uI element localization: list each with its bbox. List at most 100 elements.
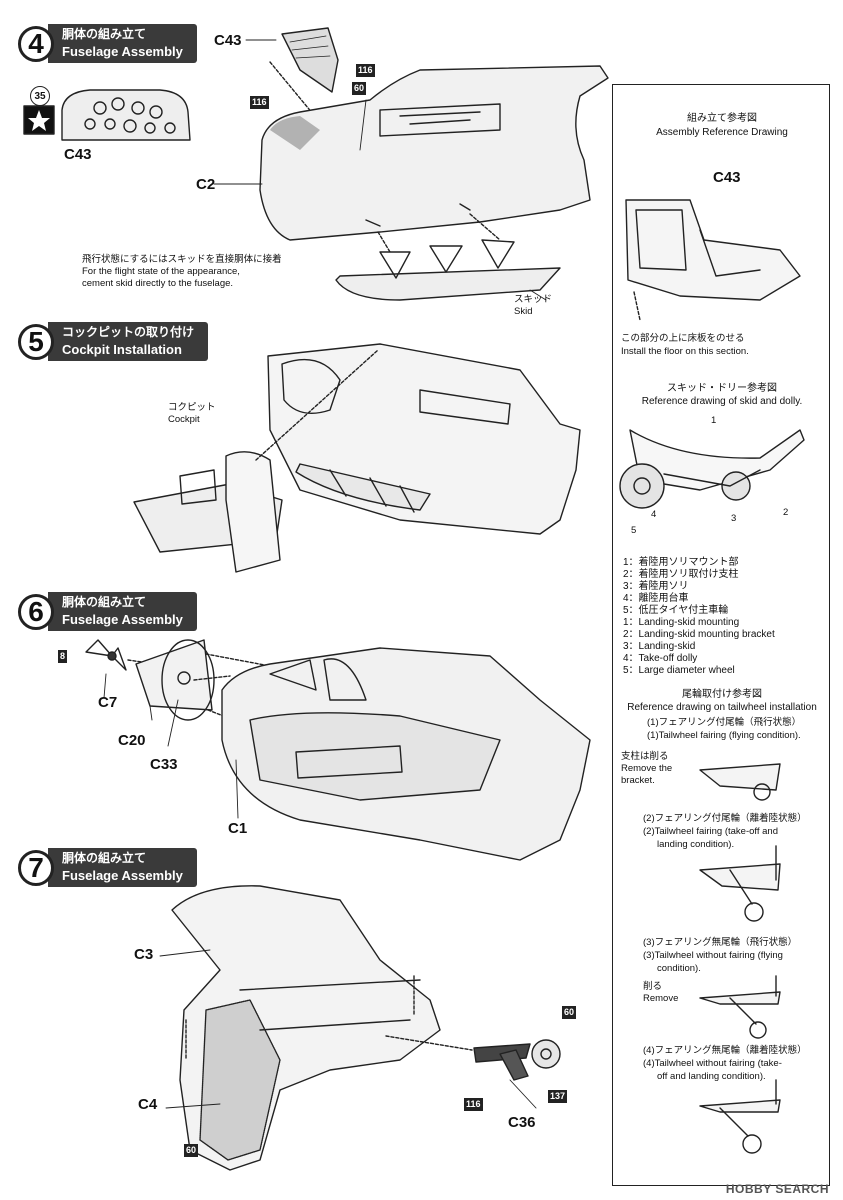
skid-ref-title-jp: スキッド・ドリー参考図	[667, 383, 777, 394]
c2-fuselage-half	[259, 65, 609, 241]
cockpit-label-jp: コクピット	[168, 402, 216, 413]
tail-3-note: 削る Remove	[643, 981, 678, 1005]
skid-label-jp: スキッド	[514, 294, 553, 305]
step-4-header: 4 胴体の組み立て Fuselage Assembly	[18, 24, 197, 63]
tail-half	[171, 885, 441, 1171]
paint-badge-60a: 60	[562, 1006, 577, 1019]
paint-badge-60: 60	[352, 82, 367, 95]
paint-badge-8: 8	[58, 650, 68, 663]
cockpit-part	[133, 349, 379, 573]
floor-note-jp: この部分の上に床板をのせる	[621, 333, 745, 344]
tail-3-jp: (3)フェアリング無尾輪（飛行状態）	[643, 937, 798, 948]
skid-ref-title-en: Reference drawing of skid and dolly.	[641, 396, 803, 407]
list-jp-item: 1：着陸用ソリマウント部	[623, 557, 739, 568]
assembly-ref-title-en: Assembly Reference Drawing	[656, 127, 788, 138]
step-4-title-jp: 胴体の組み立て	[62, 27, 147, 41]
step-5-header: 5 コックピットの取り付け Cockpit Installation	[18, 322, 209, 361]
step-4-title-en: Fuselage Assembly	[62, 44, 183, 59]
decal-number-35: 35	[30, 86, 50, 106]
tail-3-en-2: condition).	[657, 963, 701, 974]
c1-fuselage-half	[221, 647, 591, 861]
list-en-item: 5：Large diameter wheel	[623, 665, 735, 676]
cockpit-label: コクピット Cockpit	[168, 402, 216, 426]
part-c20: C20	[118, 732, 146, 749]
tail-1-note-jp: 支柱は削る	[621, 751, 669, 762]
part-c43: C43	[214, 32, 242, 49]
reference-skid-dolly-drawing	[619, 429, 805, 509]
step-7-header: 7 胴体の組み立て Fuselage Assembly	[18, 848, 197, 887]
tail-1-jp: (1)フェアリング付尾輪（飛行状態）	[647, 717, 802, 728]
skid-parts-list-jp: 1：着陸用ソリマウント部 2：着陸用ソリ取付け支柱 3：着陸用ソリ 4：離陸用台…	[623, 557, 739, 617]
cockpit-label-en: Cockpit	[168, 414, 200, 425]
tail-1-note-en-2: bracket.	[621, 775, 655, 786]
tail-2-en-1: (2)Tailwheel fairing (take-off and	[643, 826, 779, 837]
tail-4-en-2: off and landing condition).	[657, 1071, 766, 1082]
callout-2: 2	[783, 507, 789, 518]
callout-3: 3	[731, 513, 737, 524]
tail-1-note-en-1: Remove the	[621, 763, 673, 774]
step-4-number: 4	[18, 25, 54, 62]
watermark: HOBBY SEARCH	[725, 1182, 829, 1196]
part-c3: C3	[134, 946, 154, 963]
callout-1: 1	[711, 415, 717, 426]
skid-parts-list-en: 1：Landing-skid mounting 2：Landing-skid m…	[623, 617, 775, 677]
step-7-title-en: Fuselage Assembly	[62, 868, 183, 883]
step-6-title-jp: 胴体の組み立て	[62, 595, 147, 609]
tailwheel-ref-title-en: Reference drawing on tailwheel installat…	[627, 702, 817, 713]
step-7-label: 胴体の組み立て Fuselage Assembly	[48, 848, 197, 887]
tailwheel-ref-2	[699, 845, 781, 922]
ref-part-c43: C43	[713, 169, 741, 186]
list-en-item: 3：Landing-skid	[623, 641, 696, 652]
reference-panel: 組み立て参考図 Assembly Reference Drawing C43 こ…	[612, 84, 830, 1186]
step-7-title-jp: 胴体の組み立て	[62, 851, 147, 865]
skid-label: スキッド Skid	[514, 294, 552, 318]
tail-2-jp: (2)フェアリング付尾輪（離着陸状態）	[643, 813, 807, 824]
step-6-label: 胴体の組み立て Fuselage Assembly	[48, 592, 197, 631]
step-5-number: 5	[18, 323, 54, 360]
part-c36: C36	[508, 1114, 536, 1131]
list-en-item: 4：Take-off dolly	[623, 653, 698, 664]
tailwheel-ref-title-jp: 尾輪取付け参考図	[682, 689, 762, 700]
part-c7: C7	[98, 694, 118, 711]
skid-label-en: Skid	[514, 306, 533, 317]
spinner-part	[135, 639, 271, 725]
step-6-title-en: Fuselage Assembly	[62, 612, 183, 627]
paint-badge-116a: 116	[356, 64, 375, 77]
step5-fuselage	[267, 343, 581, 535]
tail-1-note: 支柱は削る Remove the bracket.	[621, 751, 672, 787]
assembly-ref-title-jp: 組み立て参考図	[687, 113, 757, 124]
flight-state-note-en-2: cement skid directly to the fuselage.	[82, 278, 234, 289]
flight-state-note-en-1: For the flight state of the appearance,	[82, 266, 240, 277]
list-en-item: 2：Landing-skid mounting bracket	[623, 629, 775, 640]
part-c1: C1	[228, 820, 248, 837]
list-en-item: 1：Landing-skid mounting	[623, 617, 740, 628]
tailwheel-ref-1	[699, 763, 781, 801]
step-5-title-jp: コックピットの取り付け	[62, 325, 195, 339]
list-jp-item: 4：離陸用台車	[623, 593, 689, 604]
flight-state-note-jp: 飛行状態にするにはスキッドを直接胴体に接着	[82, 254, 282, 265]
tailwheel-ref-3	[699, 975, 781, 1039]
step-5-title-en: Cockpit Installation	[62, 342, 182, 357]
part-c33: C33	[150, 756, 178, 773]
skid-part	[335, 213, 561, 301]
reference-cockpit-drawing	[625, 199, 801, 321]
paint-badge-137: 137	[548, 1090, 568, 1103]
flight-state-note: 飛行状態にするにはスキッドを直接胴体に接着 For the flight sta…	[82, 254, 282, 290]
tail-1-en: (1)Tailwheel fairing (flying condition).	[647, 730, 801, 741]
star-icon	[28, 110, 50, 131]
tail-2-en-2: landing condition).	[657, 839, 735, 850]
list-jp-item: 2：着陸用ソリ取付け支柱	[623, 569, 739, 580]
list-jp-item: 5：低圧タイヤ付主車輪	[623, 605, 729, 616]
floor-note-en: Install the floor on this section.	[621, 346, 749, 357]
list-jp-item: 3：着陸用ソリ	[623, 581, 689, 592]
callout-5: 5	[631, 525, 637, 536]
step-4-label: 胴体の組み立て Fuselage Assembly	[48, 24, 197, 63]
c43-panel-part	[269, 27, 339, 121]
tail-3-en-1: (3)Tailwheel without fairing (flying	[643, 950, 783, 961]
part-c2: C2	[196, 176, 216, 193]
step-5-label: コックピットの取り付け Cockpit Installation	[48, 322, 209, 361]
tailwheel-part	[385, 1035, 561, 1081]
tail-4-en-1: (4)Tailwheel without fairing (take-	[643, 1058, 782, 1069]
step-7-number: 7	[18, 849, 54, 886]
paint-badge-116: 116	[464, 1098, 483, 1111]
